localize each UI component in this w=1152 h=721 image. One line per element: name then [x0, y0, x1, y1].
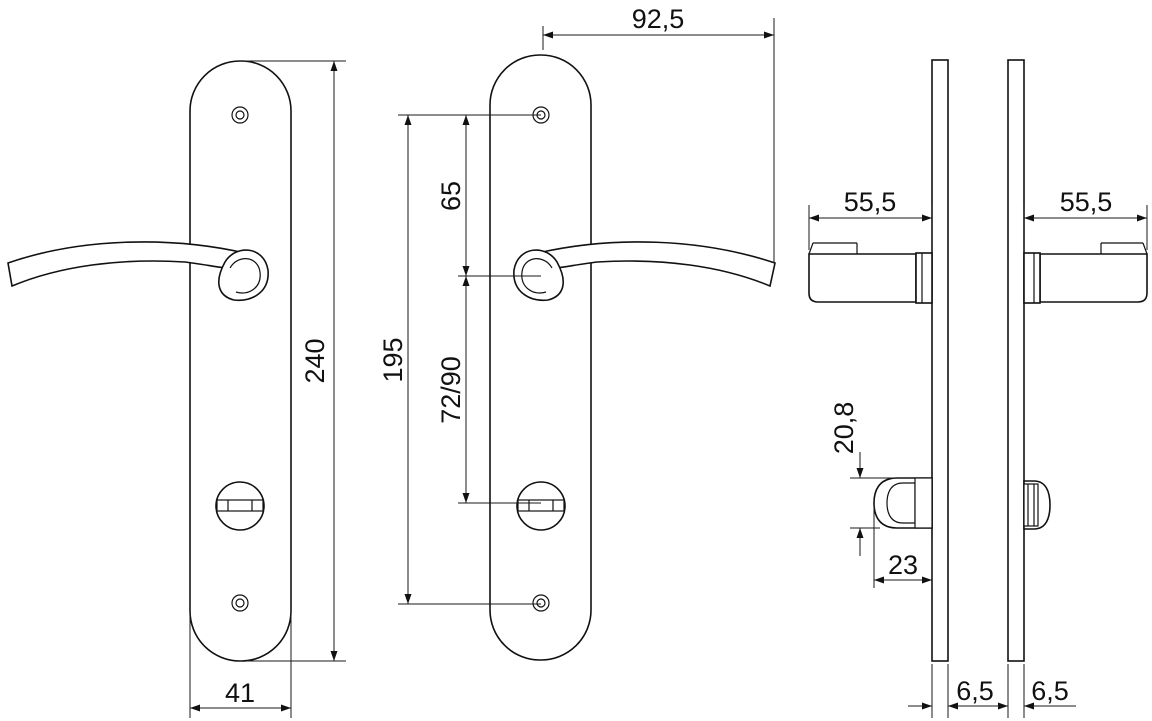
dim-plate-height: 240	[240, 60, 346, 662]
rose-right	[1023, 252, 1041, 304]
label-92-5: 92,5	[632, 4, 685, 34]
thumbturn-2	[516, 481, 566, 531]
dim-thumbturn-height: 20,8	[829, 402, 932, 556]
label-6-5-left: 6,5	[956, 676, 994, 706]
dim-thumbturn-depth: 23	[873, 505, 933, 588]
side-plate-right	[1007, 59, 1025, 662]
label-23: 23	[888, 550, 918, 580]
rose-left	[915, 252, 933, 304]
label-240: 240	[300, 338, 330, 383]
backplate	[189, 60, 292, 662]
bottom-screw-hole-2	[532, 594, 550, 612]
dim-lever-depth-left: 55,5	[808, 187, 933, 252]
lever-side-right	[1039, 253, 1148, 303]
label-195: 195	[378, 337, 408, 382]
top-screw-hole	[231, 106, 249, 124]
bottom-screw-hole	[231, 594, 249, 612]
side-plate-left	[931, 59, 949, 662]
lever-handle	[7, 241, 269, 301]
label-65: 65	[436, 181, 466, 211]
label-55-5-left: 55,5	[844, 187, 897, 217]
backplate-2	[489, 54, 592, 661]
dim-spindle-positions: 65 72/90	[436, 115, 541, 504]
side-view-left	[808, 59, 949, 662]
front-view-right	[489, 54, 776, 661]
dim-lever-depth-right: 55,5	[1023, 187, 1148, 252]
dim-plate-thickness-left: 6,5	[908, 664, 1000, 718]
dim-plate-width: 41	[189, 560, 292, 718]
lever-side-left	[808, 253, 917, 303]
label-20-8: 20,8	[829, 402, 859, 455]
dim-screw-spacing: 195	[378, 114, 541, 605]
label-41: 41	[225, 678, 255, 708]
label-55-5-right: 55,5	[1060, 187, 1113, 217]
dim-plate-thickness-right: 6,5	[984, 664, 1076, 718]
dim-lever-projection: 92,5	[542, 4, 775, 262]
thumbturn	[215, 481, 265, 531]
label-72-90: 72/90	[436, 356, 466, 424]
label-6-5-right: 6,5	[1031, 676, 1069, 706]
front-view-left	[7, 60, 292, 662]
lever-handle-2	[513, 241, 776, 301]
side-view-right	[1007, 59, 1148, 662]
